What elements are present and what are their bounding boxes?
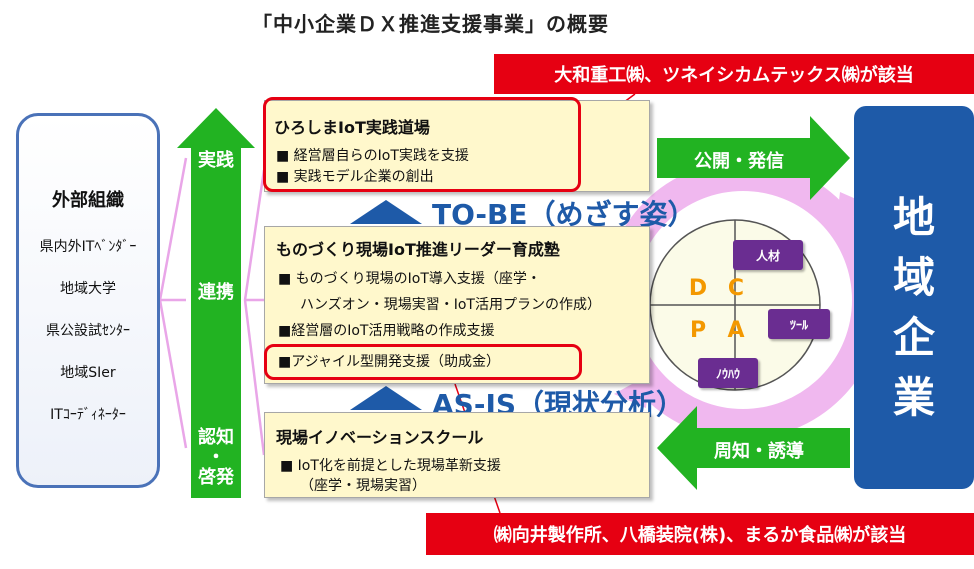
regional-companies-box [854,106,974,489]
label-cooperation: 連携 [198,282,234,303]
pdca-letter-a: A [727,318,745,343]
program-line: ■ ものづくり現場のIoT導入支援（座学・ [278,271,541,287]
program-title-dojo: ひろしまIoT実践道場 [274,118,430,137]
program-title-leader-school: ものづくり現場IoT推進リーダー育成塾 [276,240,560,259]
green-left-arrow-shape [657,406,850,490]
external-organizations-title: 外部組織 [52,190,124,211]
label-awareness-line1: 認知 [198,427,234,448]
program-title-innovation-school: 現場イノベーションスクール [276,428,484,447]
external-item: 地域SIer [60,365,116,381]
label-awareness: 認知 ・ 啓発 [191,428,241,488]
tag-human-resources: 人材 [733,240,803,270]
arrow-label-publish: 公開・発信 [694,151,784,172]
label-awareness-line2: ・ [207,447,225,468]
green-up-arrow [177,108,255,498]
tobe-triangle [350,200,422,224]
green-right-arrow-shape [657,116,850,200]
pdca-letter-d: D [688,276,708,301]
program-line: ■アジャイル型開発支援（助成金） [278,354,500,370]
external-item: 地域大学 [60,281,116,297]
pdca-letter-p: P [689,318,707,343]
program-box-leader-school [264,226,650,384]
phase-tobe: TO-BE（めざす姿） [432,198,696,231]
external-item: 県内外ITﾍﾞﾝﾀﾞｰ [39,239,137,255]
callout-banner-top: 大和重工㈱、ツネイシカムテックス㈱が該当 [494,54,974,94]
program-box-innovation-school [264,412,650,498]
external-item: 県公設試ｾﾝﾀｰ [46,323,130,339]
program-line: ■経営層のIoT活用戦略の作成支援 [278,323,495,339]
regional-companies-char: 地 [892,193,935,242]
tag-tools: ﾂｰﾙ [768,309,830,339]
program-line: ■ IoT化を前提とした現場革新支援 [280,458,501,474]
highlight-dojo [263,97,581,192]
label-practice: 実践 [198,150,234,171]
program-line: （座学・現場実習） [300,478,426,494]
label-awareness-line3: 啓発 [198,467,234,488]
program-line: ハンズオン・現場実習・IoT活用プランの作成） [300,297,601,313]
tag-knowhow: ﾉｳﾊｳ [698,358,758,388]
arrow-label-guide: 周知・誘導 [714,441,804,462]
program-line: ■ 実践モデル企業の創出 [276,169,434,185]
external-organizations-box [16,113,160,488]
regional-companies-char: 業 [892,373,935,422]
external-item: ITｺｰﾃﾞｨﾈｰﾀｰ [50,407,126,423]
regional-companies-char: 企 [892,313,935,362]
highlight-agile [264,344,582,380]
asis-triangle [350,386,422,410]
regional-companies-char: 域 [892,253,935,302]
callout-banner-bottom: ㈱向井製作所、八橋装院(株)、まるか食品㈱が該当 [426,513,974,555]
pdca-letter-c: C [727,276,745,301]
program-line: ■ 経営層自らのIoT実践を支援 [276,148,469,164]
page-title: 「中小企業ＤＸ推進支援事業」の概要 [252,12,609,36]
connector-lines [158,157,266,456]
